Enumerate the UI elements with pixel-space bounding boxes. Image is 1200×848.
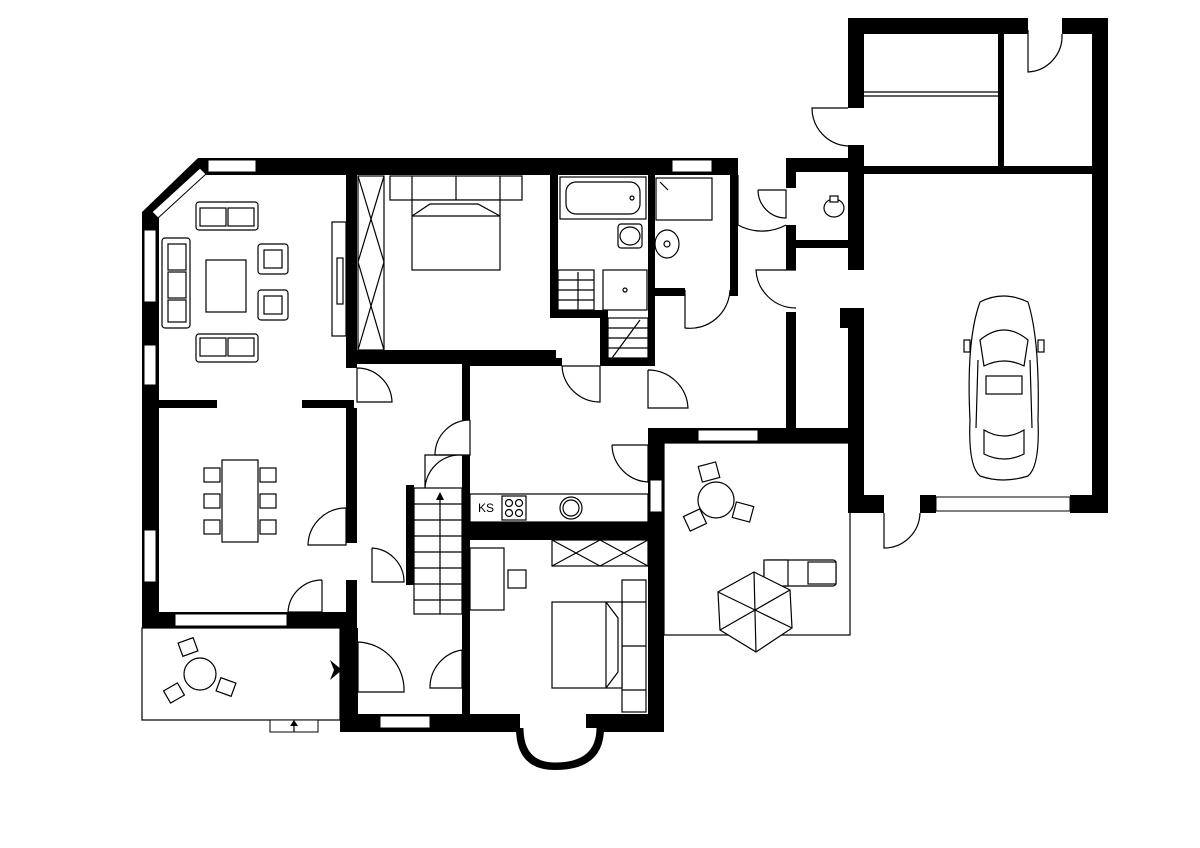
window-icon — [174, 613, 288, 627]
windows — [143, 159, 1071, 733]
toilet-icon — [823, 195, 845, 218]
window-icon — [143, 229, 157, 303]
stairs-icon — [607, 317, 649, 359]
armchair-icon — [259, 519, 277, 535]
window-icon — [379, 715, 431, 729]
wardrobe-icon — [357, 175, 385, 351]
sofa-icon — [161, 237, 191, 329]
door-swing-icon — [1027, 30, 1063, 73]
wardrobe-icon — [551, 539, 649, 567]
armchair-icon — [257, 289, 289, 321]
bed-icon — [551, 579, 647, 713]
bed-icon — [389, 175, 523, 271]
door-swing-icon — [647, 369, 689, 409]
wc — [823, 195, 845, 218]
armchair-icon — [259, 467, 277, 483]
bay-window — [516, 727, 604, 770]
stairs-icon — [557, 269, 595, 311]
armchair-icon — [203, 519, 221, 535]
master-bedroom — [357, 175, 523, 351]
armchair-icon — [215, 676, 237, 698]
table-icon — [205, 259, 247, 313]
kitchen: KS — [469, 493, 649, 523]
doors — [287, 30, 1063, 693]
table-icon — [183, 657, 217, 691]
armchair-icon — [257, 243, 289, 275]
desk-icon — [469, 547, 527, 611]
table-icon — [697, 481, 735, 519]
living-room — [161, 201, 347, 363]
sun-lounger-icon — [763, 559, 837, 587]
door-swing-icon — [561, 365, 601, 403]
door-swing-icon — [424, 454, 463, 491]
window-icon — [143, 529, 157, 583]
table-icon — [221, 459, 259, 543]
window-icon — [935, 496, 1071, 512]
bathtub-icon — [559, 176, 647, 220]
window-icon — [151, 167, 207, 219]
door-swing-icon — [307, 507, 347, 546]
shower-icon — [602, 269, 648, 311]
shower-icon — [655, 177, 713, 221]
sofa-icon — [195, 333, 259, 363]
armchair-icon — [259, 493, 277, 509]
door-swing-icon — [883, 512, 921, 549]
entrance-arrow-icon — [330, 660, 342, 680]
door-swing-icon — [611, 444, 649, 483]
door-swing-icon — [755, 269, 797, 309]
door-swing-icon — [356, 367, 393, 403]
armchair-icon — [697, 461, 721, 483]
bathroom — [557, 176, 649, 359]
armchair-icon — [682, 508, 708, 532]
door-swing-icon — [287, 579, 323, 613]
door-swing-icon — [371, 547, 405, 583]
window-icon — [143, 344, 157, 386]
terrace-left — [162, 636, 342, 732]
cooktop-icon — [501, 495, 527, 521]
sink-icon — [559, 496, 583, 520]
window-icon — [671, 159, 713, 173]
window-icon — [207, 159, 257, 173]
terrace-right — [682, 461, 837, 653]
entrance-arrow-icon — [290, 720, 298, 732]
door-swing-icon — [434, 419, 471, 456]
fireplace-icon — [331, 221, 347, 337]
parasol-icon — [717, 571, 793, 653]
armchair-icon — [203, 467, 221, 483]
armchair-icon — [162, 682, 186, 704]
armchair-icon — [731, 501, 755, 523]
shower-room — [654, 177, 713, 259]
garage-walls — [848, 18, 1108, 513]
door-swing-icon — [684, 289, 731, 329]
window-icon — [697, 429, 759, 442]
toilet-icon — [617, 223, 643, 249]
sofa-icon — [195, 201, 259, 231]
stairs-icon — [413, 487, 463, 615]
door-swing-icon — [757, 189, 787, 219]
car-icon — [963, 295, 1045, 481]
door-swing-icon — [357, 641, 405, 693]
dining-room — [203, 459, 277, 543]
door-swing-icon — [737, 175, 787, 232]
kitchen-stove-label: KS — [478, 501, 494, 515]
door-swing-icon — [811, 107, 849, 147]
toilet-icon — [654, 229, 680, 259]
door-swing-icon — [429, 649, 463, 689]
armchair-icon — [177, 636, 199, 658]
armchair-icon — [203, 493, 221, 509]
second-bedroom — [469, 539, 649, 713]
window-icon — [649, 479, 663, 513]
